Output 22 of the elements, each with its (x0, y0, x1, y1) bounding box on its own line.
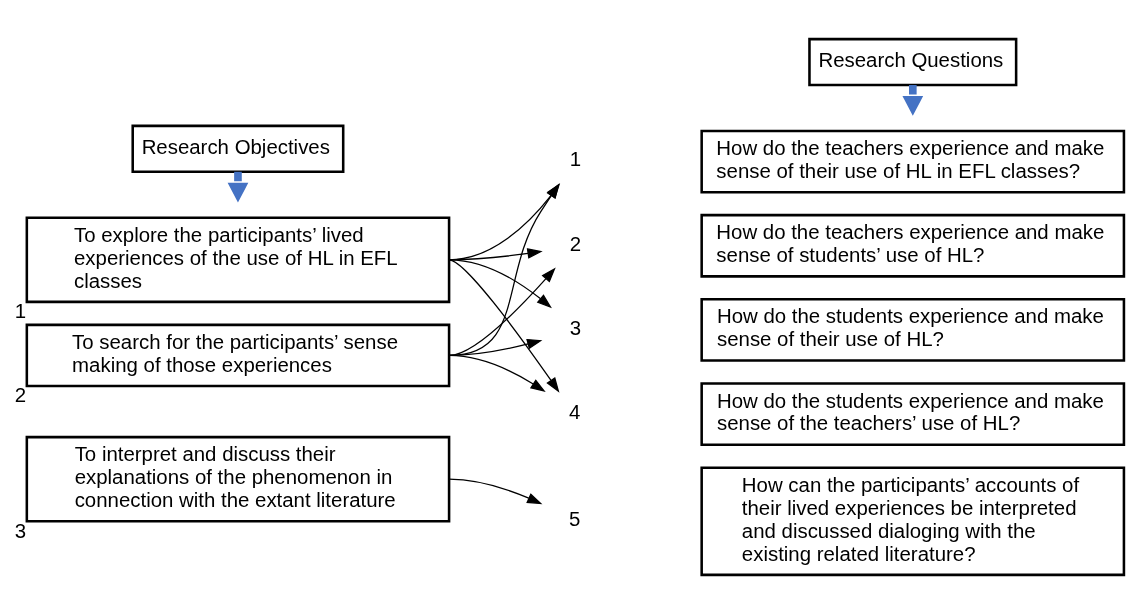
node-box: How do the students experience and make sense of their use of HL? (700, 298, 1126, 362)
arrow (448, 354, 546, 393)
arrow (448, 183, 560, 357)
node-box: To interpret and discuss their explanations of the phenomenon in connection with the extant literature (25, 435, 451, 523)
node-box: How do the teachers experience and make sense of students’ use of HL? (700, 213, 1126, 278)
node-box: Research Questions (808, 37, 1018, 87)
node-box: To explore the participants’ lived experiences of the use of HL in EFL classes (25, 216, 451, 304)
arrow (448, 478, 543, 505)
node-text: 2 (569, 232, 582, 255)
node-text: 1 (569, 148, 582, 171)
node-label: 2 (14, 384, 27, 407)
node-box: How do the teachers experience and make sense of their use of HL in EFL classes? (700, 129, 1126, 194)
node-text: 3 (569, 316, 582, 339)
node-box: To search for the participants’ sense making of those experiences (25, 323, 451, 388)
node-text: 4 (569, 401, 581, 424)
node-text: 5 (569, 508, 581, 531)
node-box: How can the participants’ accounts of their lived experiences be interpreted and discussed dialoging with the existing related literature? (700, 466, 1126, 577)
node-box: How do the students experience and make sense of the teachers’ use of HL? (700, 382, 1126, 447)
node-label: 3 (14, 519, 27, 542)
node-label: 1 (14, 300, 27, 323)
node-box: Research Objectives (131, 124, 345, 174)
arrow (448, 259, 560, 393)
